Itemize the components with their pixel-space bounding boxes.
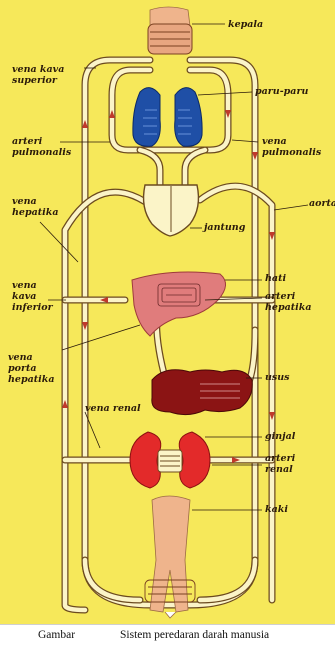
label-hati: hati xyxy=(265,273,286,284)
label-vena-kava-superior: vena kava superior xyxy=(12,64,97,86)
label-arteri-pulmonalis: arteri pulmonalis xyxy=(12,136,67,158)
label-usus: usus xyxy=(265,372,290,383)
caption-prefix: Gambar xyxy=(38,629,75,641)
label-vena-kava-inferior: vena kava inferior xyxy=(12,280,54,313)
label-arteri-hepatika: arteri hepatika xyxy=(265,291,327,313)
label-ginjal: ginjal xyxy=(265,431,295,442)
label-vena-renal: vena renal xyxy=(85,403,141,414)
label-kaki: kaki xyxy=(265,504,288,515)
label-jantung: jantung xyxy=(204,222,245,233)
label-vena-hepatika: vena hepatika xyxy=(12,196,67,218)
intestine-illustration xyxy=(152,370,252,415)
label-paru-paru: paru-paru xyxy=(255,86,308,97)
label-kepala: kepala xyxy=(228,19,263,30)
caption-title: Sistem peredaran darah manusia xyxy=(120,629,269,641)
label-arteri-renal: arteri renal xyxy=(265,453,320,475)
head-illustration xyxy=(148,7,192,54)
label-vena-pulmonalis: vena pulmonalis xyxy=(262,136,327,158)
label-vena-porta-hepatika: vena porta hepatika xyxy=(8,352,60,385)
label-aorta: aorta xyxy=(309,198,335,209)
figure-caption: Gambar Sistem peredaran darah manusia xyxy=(0,624,335,646)
